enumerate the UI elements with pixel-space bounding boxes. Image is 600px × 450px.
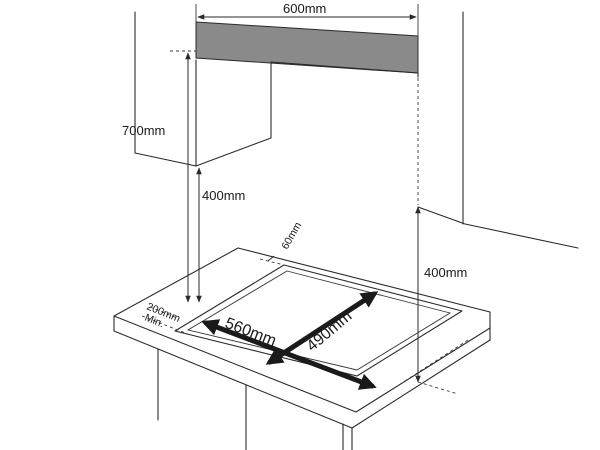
range-hood bbox=[195, 21, 419, 78]
hood-height-dimension: 700mm bbox=[122, 50, 196, 303]
cabinet-clearance-label: 400mm bbox=[202, 188, 245, 203]
hood-width-dimension: 600mm bbox=[195, 1, 419, 36]
cabinet-clearance-dimension: 400mm bbox=[196, 167, 245, 303]
right-wall bbox=[417, 11, 579, 249]
side-clearance-label: 400mm bbox=[424, 265, 467, 280]
cutout-depth-label: 490mm bbox=[304, 308, 356, 355]
rear-clearance-label: 60mm bbox=[279, 220, 304, 251]
rear-clearance-dimension: 60mm bbox=[259, 220, 304, 266]
hob-cutout bbox=[174, 264, 463, 377]
cutout-depth-dimension: 490mm bbox=[265, 291, 379, 365]
front-clearance-dimension: 200mm Min. bbox=[141, 301, 189, 335]
hood-width-label: 600mm bbox=[283, 1, 326, 16]
side-clearance-dimension: 400mm bbox=[415, 78, 467, 395]
wall-cabinet bbox=[134, 11, 272, 167]
hood-height-label: 700mm bbox=[122, 123, 165, 138]
worktop bbox=[113, 247, 491, 450]
